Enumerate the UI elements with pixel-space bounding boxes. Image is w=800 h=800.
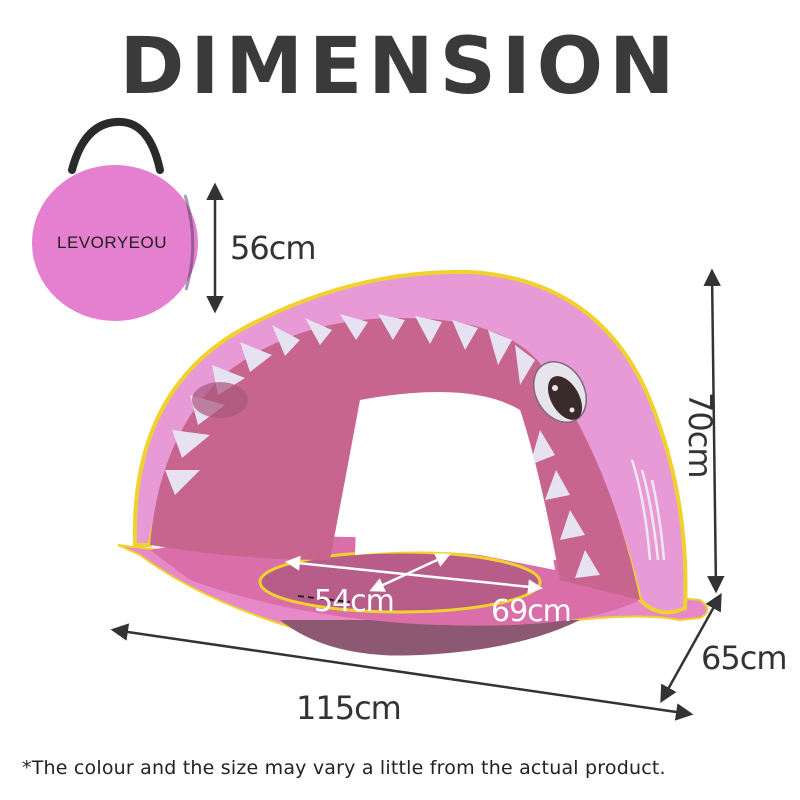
pool-arrows [285, 553, 543, 595]
shark-gills [630, 459, 666, 561]
bag-body [32, 165, 198, 321]
total-height-arrow [703, 268, 725, 594]
length-arrow [110, 623, 694, 721]
total-height-label: 70cm [681, 392, 719, 478]
tent-canopy [132, 269, 688, 615]
canopy-height-label: 56cm [230, 229, 316, 267]
pool-width-arrow [369, 553, 451, 592]
bag-brand-logo: LEVORYEOU [57, 233, 168, 252]
pool-length-label: 69cm [491, 594, 572, 629]
bag-handle [68, 117, 164, 174]
pool-width-label: 54cm [314, 584, 395, 619]
length-label: 115cm [296, 689, 402, 727]
shark-teeth [165, 314, 600, 578]
disclaimer-footnote: *The colour and the size may vary a litt… [22, 757, 666, 779]
page-title: DIMENSION [119, 22, 681, 112]
depth-label: 65cm [701, 639, 787, 677]
folded-bag [32, 117, 198, 321]
dimension-arrows [110, 182, 725, 721]
